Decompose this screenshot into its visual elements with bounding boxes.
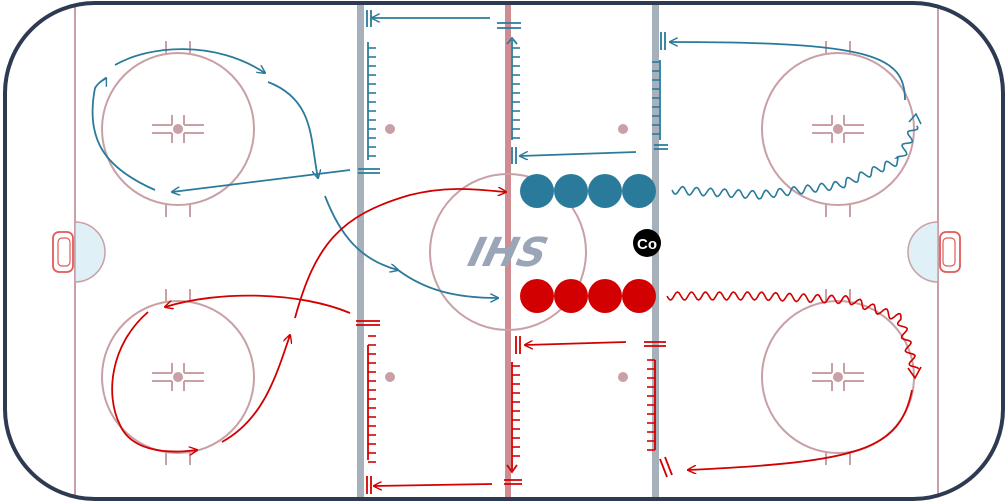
red-pass-line <box>374 484 493 486</box>
blue-paths <box>91 10 906 298</box>
faceoff-dot <box>173 372 183 382</box>
faceoff-dot <box>173 124 183 134</box>
coach-label: Co <box>637 236 657 253</box>
rink-boards <box>3 1 1005 501</box>
faceoff-circle <box>761 289 915 465</box>
coach-marker: Co <box>633 229 661 257</box>
red-player <box>520 279 554 313</box>
red-paths <box>111 189 913 494</box>
coach-circle <box>633 229 661 257</box>
faceoff-circles <box>101 41 915 465</box>
blue-player <box>554 174 588 208</box>
backward-skate-ticks <box>368 47 660 463</box>
blue-stop-mark <box>358 168 380 174</box>
red-player <box>588 279 622 313</box>
red-skate-path <box>165 294 351 314</box>
red-skate-path <box>294 189 506 319</box>
blue-stop-mark <box>497 22 521 29</box>
red-player <box>554 279 588 313</box>
blue-skate-path <box>91 78 156 191</box>
neutral-dot <box>618 124 628 134</box>
right-crease <box>907 221 939 283</box>
blue-player <box>520 174 554 208</box>
neutral-dot <box>618 372 628 382</box>
center-red-line <box>505 3 511 499</box>
neutral-dot <box>385 372 395 382</box>
rink-logo: IHS <box>464 229 553 276</box>
red-pass-line <box>525 342 627 345</box>
neutral-dot <box>385 124 395 134</box>
puck-carry-wave <box>671 125 919 200</box>
faceoff-circle <box>101 41 255 217</box>
red-skate-path <box>688 389 913 470</box>
faceoff-dot <box>833 372 843 382</box>
puck-carry-wave <box>666 291 920 370</box>
left-crease <box>74 221 106 283</box>
blue-stop-mark <box>366 10 372 27</box>
players <box>520 174 656 313</box>
blue-pass-line <box>172 169 351 192</box>
blue-skate-path <box>267 81 318 178</box>
faceoff-circle <box>101 289 255 465</box>
blue-player <box>622 174 656 208</box>
blue-skate-path <box>324 195 398 270</box>
center-circle <box>429 173 587 331</box>
puck-carry-paths <box>666 112 922 380</box>
faceoff-dot <box>833 124 843 134</box>
red-skate-path <box>221 335 290 443</box>
blue-skate-path <box>670 42 906 101</box>
red-skate-path <box>111 311 197 452</box>
right-goal <box>939 231 961 273</box>
blue-player <box>588 174 622 208</box>
blue-skate-path <box>397 269 498 298</box>
faceoff-circle <box>761 41 915 217</box>
red-player <box>622 279 656 313</box>
blue-skate-path <box>114 48 265 73</box>
left-goal <box>52 231 74 273</box>
blue-pass-line <box>520 151 637 156</box>
